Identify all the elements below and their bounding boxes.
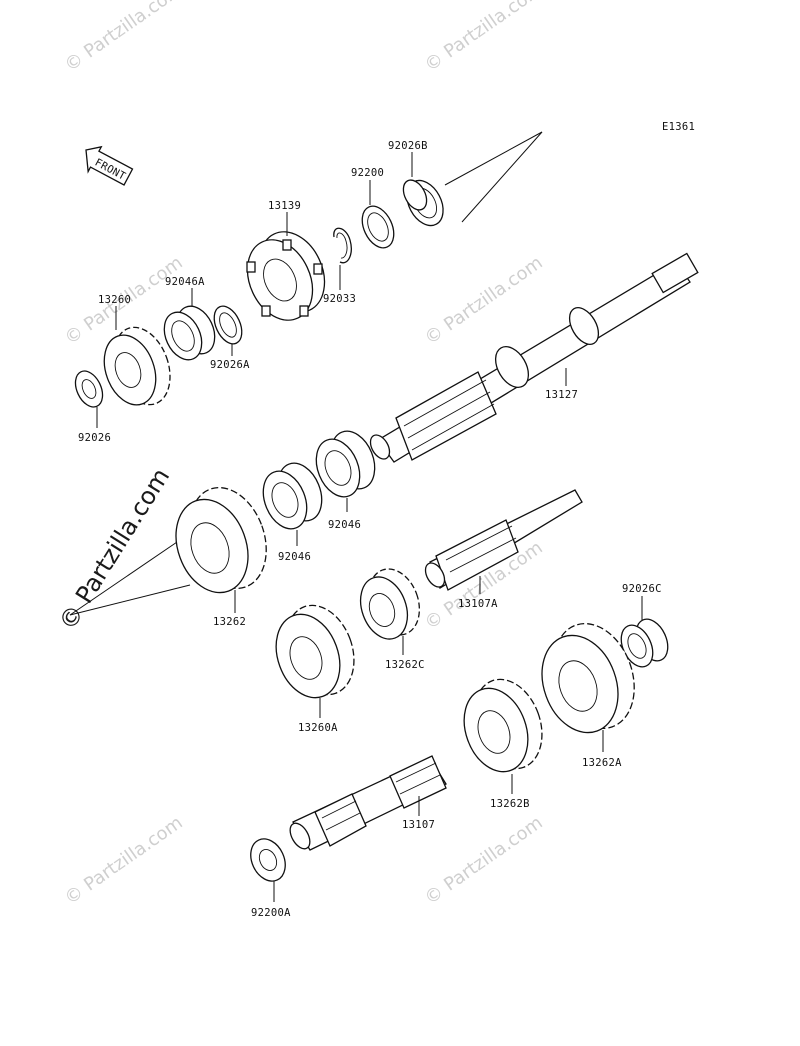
- watermark: © Partzilla.com: [421, 252, 547, 349]
- part-13127[interactable]: [367, 252, 699, 463]
- part-92033[interactable]: [333, 227, 352, 264]
- label-13107[interactable]: 13107: [402, 819, 435, 831]
- label-92026C[interactable]: 92026C: [622, 583, 662, 595]
- label-13260[interactable]: 13260: [98, 294, 131, 306]
- label-13127[interactable]: 13127: [545, 389, 578, 401]
- part-13262C[interactable]: [352, 562, 428, 646]
- label-92046-lower[interactable]: 92046: [278, 551, 311, 563]
- part-92026B[interactable]: [399, 174, 451, 231]
- part-92026A[interactable]: [209, 302, 248, 348]
- label-92200[interactable]: 92200: [351, 167, 384, 179]
- label-13262B[interactable]: 13262B: [490, 798, 530, 810]
- part-13139[interactable]: [235, 221, 337, 330]
- watermarks: © Partzilla.com © Partzilla.com © Partzi…: [53, 0, 546, 909]
- part-92026C[interactable]: [615, 614, 674, 672]
- label-92026A[interactable]: 92026A: [210, 359, 250, 371]
- label-13107A[interactable]: 13107A: [458, 598, 498, 610]
- label-13139[interactable]: 13139: [268, 200, 301, 212]
- part-92046A[interactable]: [157, 300, 222, 366]
- label-13262C[interactable]: 13262C: [385, 659, 425, 671]
- label-13260A[interactable]: 13260A: [298, 722, 338, 734]
- watermark-large: © Partzilla.com: [53, 463, 175, 635]
- label-92026[interactable]: 92026: [78, 432, 111, 444]
- label-92046A[interactable]: 92046A: [165, 276, 205, 288]
- front-arrow-icon: FRONT: [85, 145, 134, 186]
- part-13262[interactable]: [164, 477, 280, 603]
- label-92046-upper[interactable]: 92046: [328, 519, 361, 531]
- part-92026[interactable]: [70, 367, 108, 412]
- label-13262A[interactable]: 13262A: [582, 757, 622, 769]
- label-92033[interactable]: 92033: [323, 293, 356, 305]
- part-13262A[interactable]: [529, 612, 648, 743]
- part-13107A[interactable]: [422, 489, 583, 591]
- label-92026B[interactable]: 92026B: [388, 140, 428, 152]
- watermark: © Partzilla.com: [421, 812, 547, 909]
- label-92200A[interactable]: 92200A: [251, 907, 291, 919]
- diagram-id: E1361: [662, 121, 695, 133]
- part-92200A[interactable]: [244, 833, 292, 886]
- part-13107[interactable]: [286, 755, 447, 852]
- part-13262B[interactable]: [453, 670, 554, 781]
- part-92046-upper[interactable]: [308, 425, 383, 504]
- watermark: © Partzilla.com: [421, 0, 547, 76]
- part-13260[interactable]: [95, 320, 180, 413]
- part-13260A[interactable]: [265, 596, 366, 707]
- watermark: © Partzilla.com: [61, 0, 187, 76]
- watermark: © Partzilla.com: [61, 812, 187, 909]
- part-92200[interactable]: [356, 201, 400, 253]
- part-92046-lower[interactable]: [255, 457, 330, 536]
- label-13262[interactable]: 13262: [213, 616, 246, 628]
